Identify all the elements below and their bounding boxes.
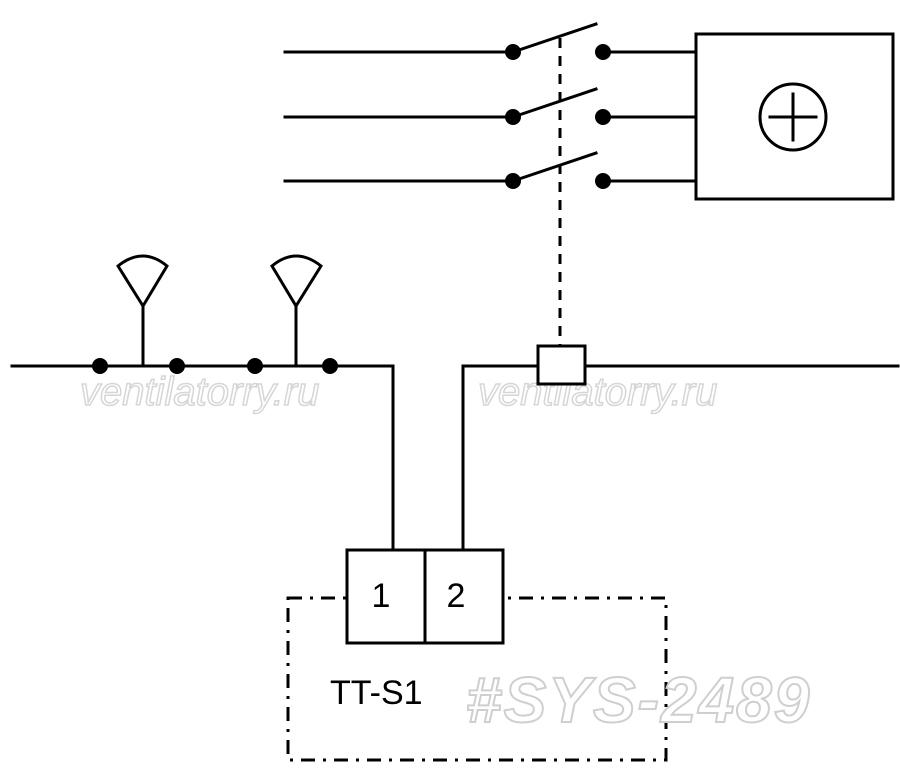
terminal-2 bbox=[423, 548, 505, 645]
terminal-1-label: 1 bbox=[372, 577, 391, 615]
contactor-contacts bbox=[505, 22, 611, 189]
contact-blade-1 bbox=[511, 22, 598, 54]
contact-right-3 bbox=[595, 173, 611, 189]
plus-circle-icon bbox=[758, 82, 828, 152]
terminal-block: 1 2 bbox=[345, 548, 505, 645]
watermark-left: ventilatorry.ru bbox=[80, 370, 319, 414]
sensor-cone-icon bbox=[92, 254, 185, 374]
three-phase-lines bbox=[283, 50, 698, 183]
sensor-cone-icon bbox=[247, 254, 338, 374]
contact-right-1 bbox=[595, 44, 611, 60]
device-label: TT-S1 bbox=[330, 674, 423, 712]
contactor-coil bbox=[536, 344, 587, 386]
wire-to-terminal-2 bbox=[461, 364, 540, 552]
contact-right-2 bbox=[595, 109, 611, 125]
terminal-2-label: 2 bbox=[447, 577, 466, 615]
watermark-right: ventilatorry.ru bbox=[478, 370, 717, 414]
terminal-1 bbox=[345, 548, 427, 645]
id-tag: #SYS-2489 bbox=[466, 664, 811, 736]
contact-blade-2 bbox=[511, 87, 598, 119]
contact-blade-3 bbox=[511, 151, 598, 183]
